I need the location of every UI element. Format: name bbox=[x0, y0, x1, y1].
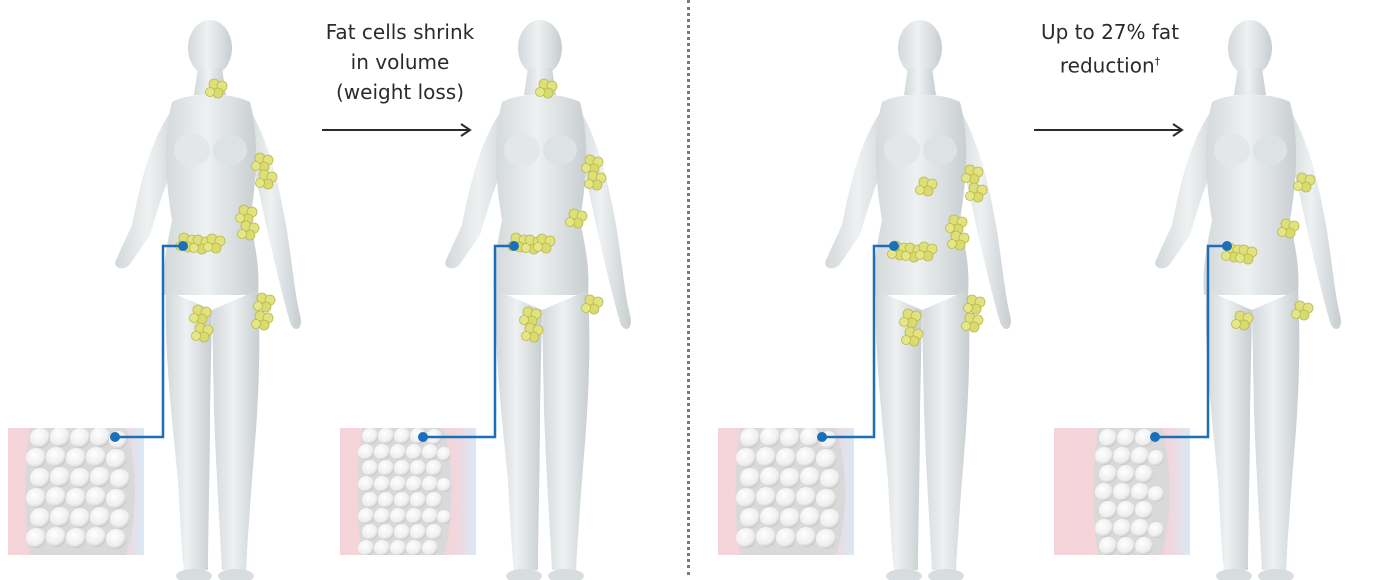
connector-dot bbox=[509, 241, 519, 251]
connector-1 bbox=[115, 246, 183, 437]
connector-dot bbox=[418, 432, 428, 442]
connector-dot bbox=[817, 432, 827, 442]
connector-dot bbox=[178, 241, 188, 251]
connector-dot bbox=[1222, 241, 1232, 251]
connector-4 bbox=[1155, 246, 1227, 437]
connector-dot bbox=[1150, 432, 1160, 442]
connector-dot bbox=[889, 241, 899, 251]
connector-2 bbox=[423, 246, 514, 437]
connector-dot bbox=[110, 432, 120, 442]
connector-3 bbox=[822, 246, 894, 437]
